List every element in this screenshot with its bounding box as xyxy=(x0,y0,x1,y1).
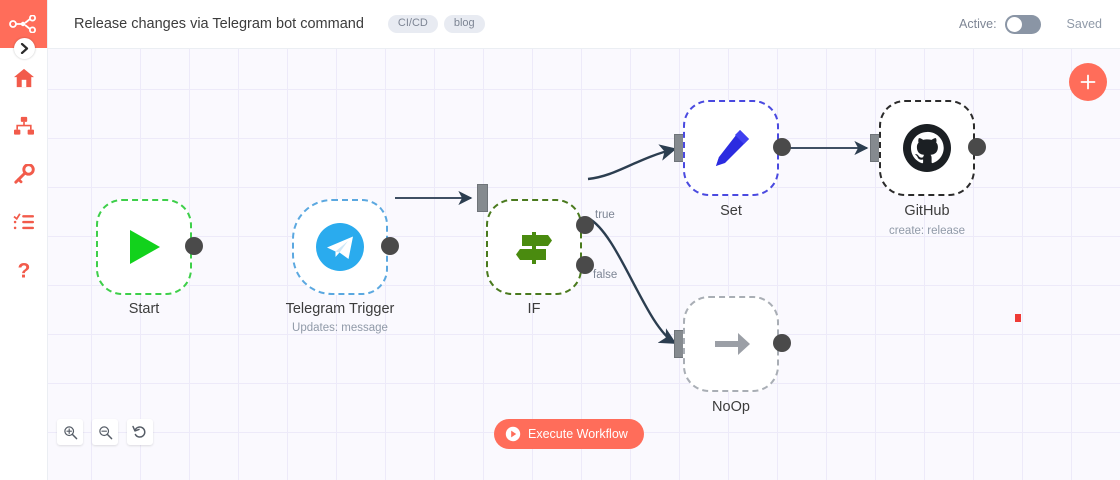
play-triangle-icon xyxy=(130,230,160,264)
node-label-set: Set xyxy=(720,203,742,219)
sidebar-item-help[interactable]: ? xyxy=(0,249,47,291)
node-label-telegram: Telegram Trigger xyxy=(285,301,395,317)
port-out-if-false[interactable] xyxy=(576,256,594,274)
edge-if-false-to-noop xyxy=(587,216,677,345)
workflow-header: Release changes via Telegram bot command… xyxy=(47,0,1120,49)
port-out-github[interactable] xyxy=(968,138,986,156)
port-out-start[interactable] xyxy=(185,237,203,255)
zoom-out-icon xyxy=(98,425,112,439)
node-set[interactable] xyxy=(683,100,779,196)
execute-workflow-button[interactable]: Execute Workflow xyxy=(494,419,644,449)
branch-label-false: false xyxy=(593,269,618,281)
node-label-noop: NoOp xyxy=(712,399,750,415)
canvas-marker xyxy=(1015,314,1021,322)
reset-zoom-button[interactable] xyxy=(127,419,153,445)
chevron-right-icon xyxy=(20,43,29,54)
branch-label-true: true xyxy=(595,209,615,221)
toggle-knob xyxy=(1006,16,1022,32)
workflow-title[interactable]: Release changes via Telegram bot command xyxy=(74,16,364,32)
node-label-if: IF xyxy=(527,301,541,317)
play-circle-icon xyxy=(505,426,521,442)
port-out-noop[interactable] xyxy=(773,334,791,352)
zoom-in-button[interactable] xyxy=(57,419,83,445)
node-label-start: Start xyxy=(128,301,160,317)
add-node-button[interactable] xyxy=(1069,63,1107,101)
node-subtitle-telegram: Updates: message xyxy=(292,322,388,334)
node-subtitle-github: create: release xyxy=(888,225,966,237)
sidebar-item-credentials[interactable] xyxy=(0,153,47,195)
help-question-icon: ? xyxy=(17,259,30,281)
reset-zoom-icon xyxy=(132,425,146,438)
execute-workflow-label: Execute Workflow xyxy=(528,427,628,441)
port-out-if-true[interactable] xyxy=(576,216,594,234)
sidebar-item-executions[interactable] xyxy=(0,201,47,243)
active-toggle-group: Active: xyxy=(959,14,1041,34)
node-noop[interactable] xyxy=(683,296,779,392)
executions-list-icon xyxy=(12,213,34,230)
header-controls: Active: Saved xyxy=(959,0,1102,48)
node-start[interactable] xyxy=(96,199,192,295)
port-out-telegram[interactable] xyxy=(381,237,399,255)
key-icon xyxy=(13,164,35,184)
main-sidebar: ? xyxy=(0,0,48,480)
pencil-icon xyxy=(716,130,749,166)
active-label: Active: xyxy=(959,17,997,31)
workflow-tags: CI/CD blog xyxy=(387,15,485,33)
telegram-icon xyxy=(316,223,364,271)
signpost-icon xyxy=(516,232,552,264)
port-in-if[interactable] xyxy=(477,184,488,212)
node-telegram-trigger[interactable] xyxy=(292,199,388,295)
workflow-canvas[interactable]: Start Telegram Trigger Updates: message … xyxy=(47,48,1120,480)
connection-edges xyxy=(395,141,869,345)
node-if[interactable] xyxy=(486,199,582,295)
node-github[interactable] xyxy=(879,100,975,196)
github-icon xyxy=(903,124,951,172)
tag-blog[interactable]: blog xyxy=(443,15,485,33)
zoom-in-icon xyxy=(63,425,77,439)
plus-icon xyxy=(1080,74,1096,90)
workflows-sitemap-icon xyxy=(13,116,34,135)
edge-if-true-to-set xyxy=(587,144,677,181)
save-status: Saved xyxy=(1066,17,1102,31)
sidebar-item-workflows[interactable] xyxy=(0,105,47,147)
tag-cicd[interactable]: CI/CD xyxy=(387,15,438,33)
port-out-set[interactable] xyxy=(773,138,791,156)
zoom-out-button[interactable] xyxy=(92,419,118,445)
sidebar-expand-button[interactable] xyxy=(14,38,35,59)
home-icon xyxy=(13,68,34,88)
node-label-github: GitHub xyxy=(904,203,950,219)
svg-text:?: ? xyxy=(17,259,30,281)
active-toggle[interactable] xyxy=(1004,14,1041,34)
sidebar-item-home[interactable] xyxy=(0,57,47,99)
n8n-logo-icon xyxy=(8,15,36,33)
arrow-right-icon xyxy=(715,333,750,355)
